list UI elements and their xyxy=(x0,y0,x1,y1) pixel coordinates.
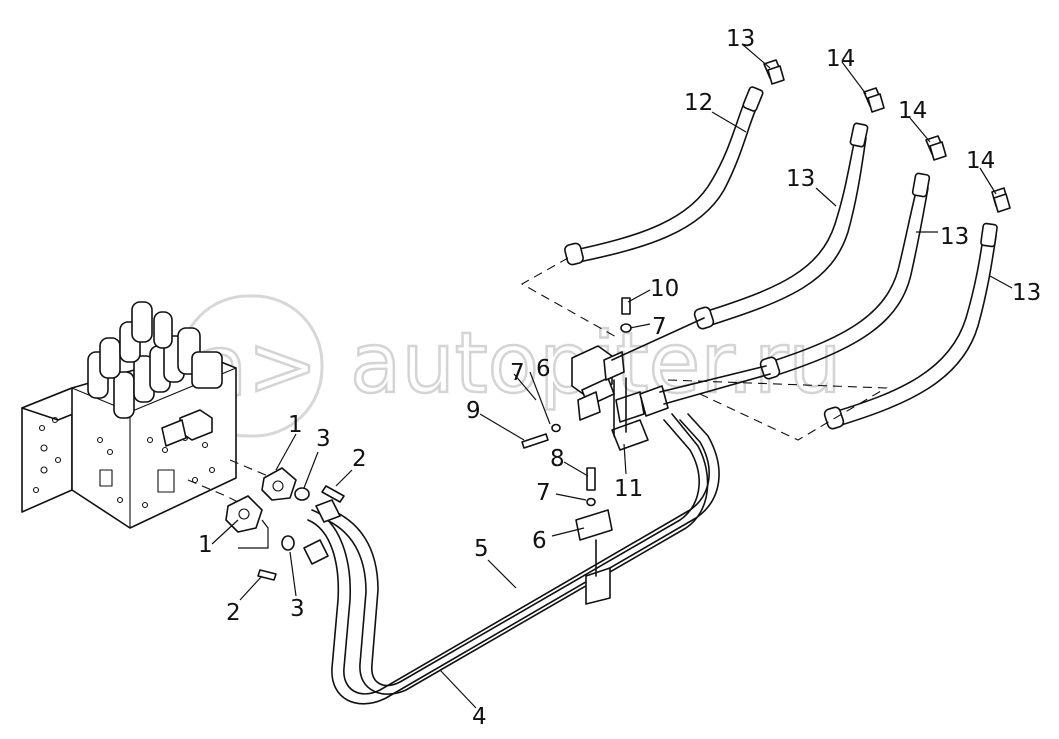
callout-10: 10 xyxy=(650,276,679,302)
callout-14-a: 14 xyxy=(826,46,855,72)
manifold-bracket xyxy=(571,345,669,451)
adapter-14-a xyxy=(863,87,885,113)
callout-11: 11 xyxy=(614,476,643,502)
callout-14-c: 14 xyxy=(966,148,995,174)
callout-13-a: 13 xyxy=(786,166,815,192)
callout-8: 8 xyxy=(550,446,565,472)
hose-13-c xyxy=(823,222,998,430)
callout-2-upper: 2 xyxy=(352,446,367,472)
callout-6-lower: 6 xyxy=(532,528,547,554)
callout-7-top: 7 xyxy=(652,314,667,340)
callout-1-upper: 1 xyxy=(288,412,303,438)
pipe-support-bracket xyxy=(575,509,613,605)
callout-2-lower: 2 xyxy=(226,600,241,626)
rigid-pipe-4 xyxy=(303,413,720,705)
callout-14-b: 14 xyxy=(898,98,927,124)
hose-13-b xyxy=(759,172,931,380)
flange-upper xyxy=(261,467,297,501)
bolt-10 xyxy=(621,297,631,315)
callout-5: 5 xyxy=(474,536,489,562)
callout-1-lower: 1 xyxy=(198,532,213,558)
hose-13-a xyxy=(693,122,869,330)
washer-7-left xyxy=(551,423,561,433)
bolt-9 xyxy=(521,433,549,449)
callout-6-upper: 6 xyxy=(536,356,551,382)
callout-3-upper: 3 xyxy=(316,426,331,452)
callout-13-c: 13 xyxy=(1012,280,1041,306)
callout-13-top: 13 xyxy=(726,26,755,52)
bolt-upper xyxy=(321,485,345,503)
bolt-8 xyxy=(586,467,596,491)
callout-9: 9 xyxy=(466,398,481,424)
callout-7-lower: 7 xyxy=(536,480,551,506)
o-ring-lower xyxy=(281,535,295,551)
washer-7-lower xyxy=(586,497,596,507)
callout-13-b: 13 xyxy=(940,224,969,250)
adapter-top xyxy=(763,59,785,85)
rigid-pipe-5 xyxy=(315,413,709,695)
leader-lines xyxy=(211,43,1013,709)
o-ring-upper xyxy=(294,487,310,501)
callout-3-lower: 3 xyxy=(290,596,305,622)
valve-spool-caps xyxy=(87,301,223,419)
callout-12: 12 xyxy=(684,90,713,116)
adapter-14-c xyxy=(991,187,1011,213)
bolt-lower xyxy=(257,569,277,581)
adapter-14-b xyxy=(925,135,947,161)
control-valve-block xyxy=(21,301,237,529)
callout-4: 4 xyxy=(472,704,487,730)
callout-labels: 1 1 2 2 3 3 4 5 6 6 7 7 7 8 9 10 11 12 1… xyxy=(198,26,1041,730)
callout-7-left: 7 xyxy=(510,360,525,386)
hose-12 xyxy=(564,86,764,266)
assembly-dash-lines xyxy=(187,257,888,503)
